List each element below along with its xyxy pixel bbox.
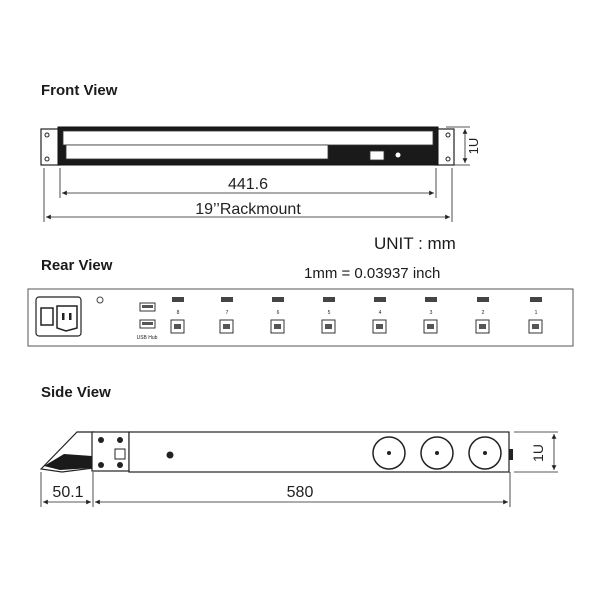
port-number-label: 6: [277, 310, 280, 316]
iec-socket-icon: [56, 305, 78, 332]
port-number-label: 1: [535, 310, 538, 316]
port-number-label: 5: [328, 310, 331, 316]
rear-port-2: [475, 297, 490, 334]
ear-hole-icon: [445, 156, 451, 162]
rear-port-4: [372, 297, 387, 334]
port-number-label: 8: [177, 310, 180, 316]
port-number-label: 2: [482, 310, 485, 316]
ground-screw-icon: [96, 296, 104, 304]
rear-port-5: [321, 297, 336, 334]
power-switch-icon: [40, 307, 54, 326]
rear-chassis: [27, 288, 574, 347]
port-number-label: 3: [430, 310, 433, 316]
rear-view-drawing: [27, 288, 574, 347]
power-led-icon: [395, 152, 401, 158]
side-lid-shade: [44, 454, 92, 470]
rear-latch: [509, 449, 513, 460]
rear-view-title: Rear View: [41, 257, 113, 274]
side-length-dimension: 580: [287, 484, 314, 501]
front-height-dimension: 1U: [466, 138, 481, 155]
front-rack-dimension: 19’’Rackmount: [195, 201, 301, 218]
ear-hole-icon: [445, 132, 451, 138]
front-width-dimension: 441.6: [228, 176, 268, 193]
rear-port-8: [170, 297, 185, 334]
ear-hole-icon: [44, 156, 50, 162]
side-screw-icon: [166, 451, 174, 459]
front-ear-left: [40, 128, 61, 166]
ear-hole-icon: [44, 132, 50, 138]
bracket-slot: [114, 448, 126, 460]
rear-port-3: [423, 297, 438, 334]
unit-title: UNIT : mm: [374, 234, 456, 253]
front-usb-port: [369, 150, 385, 161]
usb-hub-label: USB Hub: [137, 335, 158, 341]
rear-port-6: [270, 297, 285, 334]
rear-port-1: [528, 297, 543, 334]
bracket-screw-icon: [117, 462, 123, 468]
side-height-dimension: 1U: [530, 444, 546, 462]
front-display-panel: [65, 144, 329, 160]
bracket-screw-icon: [117, 437, 123, 443]
unit-conversion: 1mm = 0.03937 inch: [304, 265, 441, 282]
side-left-dimension: 50.1: [52, 484, 83, 501]
side-view-drawing: [39, 431, 558, 507]
front-lid-panel: [62, 130, 434, 146]
port-number-label: 7: [226, 310, 229, 316]
front-view-drawing: [40, 126, 470, 222]
bracket-screw-icon: [98, 462, 104, 468]
side-view-title: Side View: [41, 384, 111, 401]
front-view-title: Front View: [41, 82, 118, 99]
bracket-screw-icon: [98, 437, 104, 443]
rear-port-7: [219, 297, 234, 334]
port-number-label: 4: [379, 310, 382, 316]
